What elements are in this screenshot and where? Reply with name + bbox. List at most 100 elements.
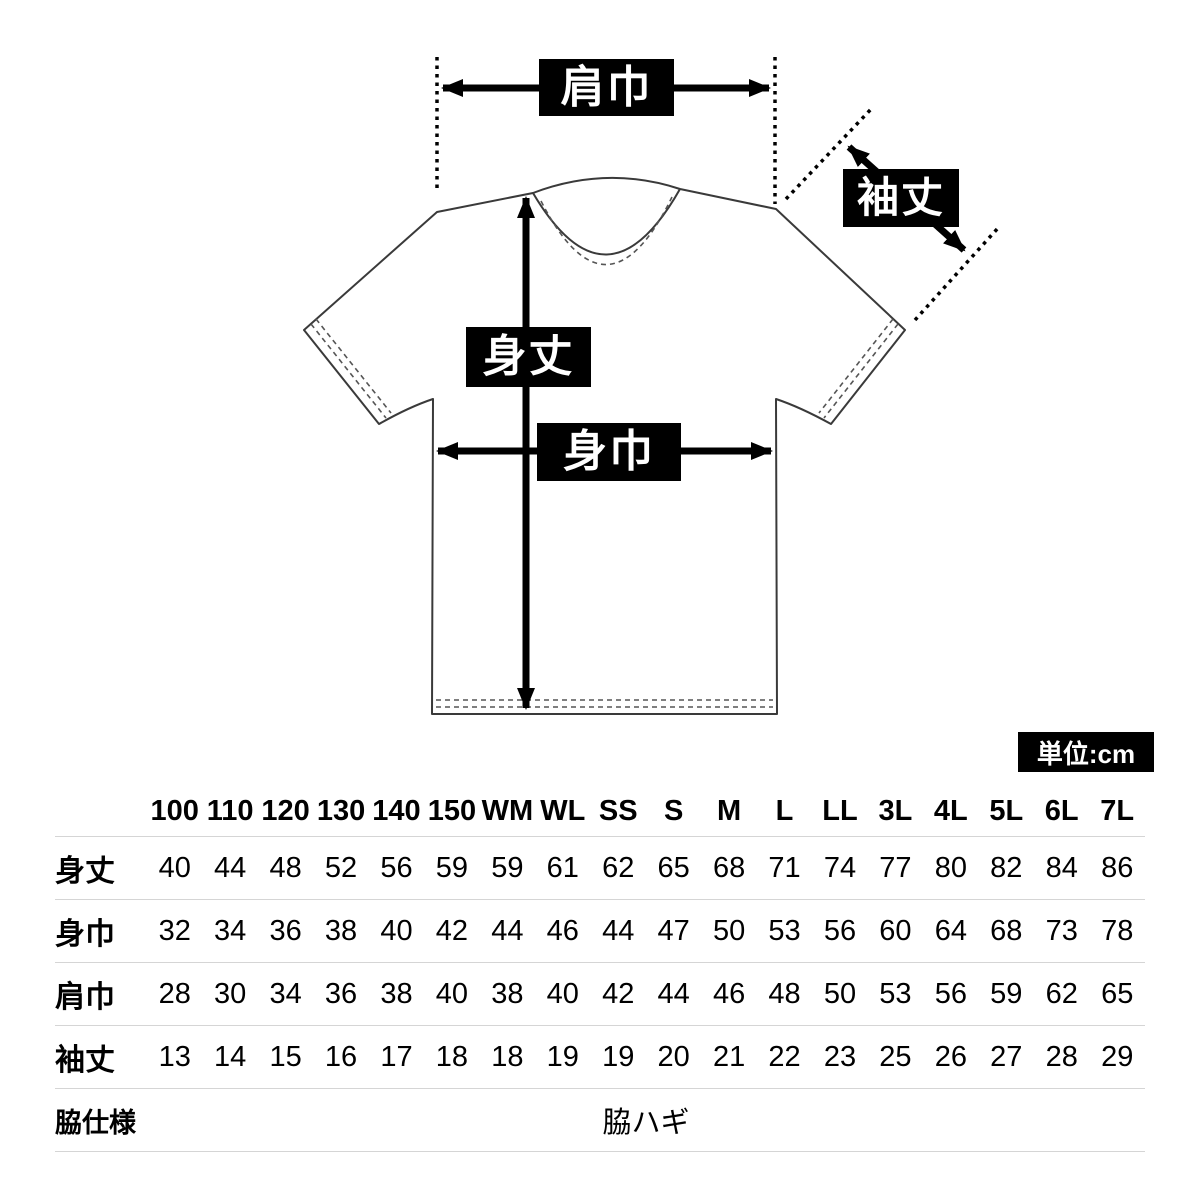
size-value-cell: 40 [380, 914, 413, 947]
size-value-cell: 42 [435, 914, 469, 947]
size-value-cell: 40 [546, 977, 579, 1010]
body-length-label: 身丈 [466, 327, 591, 387]
size-value-cell: 50 [823, 977, 857, 1010]
size-value-cell: 38 [324, 914, 358, 947]
dotted-guides [435, 57, 1000, 322]
size-value-cell: 78 [1101, 914, 1134, 947]
size-value-cell: 44 [602, 914, 635, 947]
size-value-cell: 20 [657, 1040, 690, 1073]
size-value-cell: 34 [214, 914, 247, 947]
size-value-cell: 48 [768, 977, 801, 1010]
size-value-cell: 28 [1045, 1040, 1078, 1073]
size-column-header: 110 [202, 786, 258, 837]
size-column-header: S [645, 786, 702, 837]
size-value-cell: 74 [823, 851, 857, 884]
size-value-cell: 28 [158, 977, 191, 1010]
size-value-cell: 73 [1045, 914, 1078, 947]
size-value-cell: 62 [1045, 977, 1078, 1010]
size-value-cell: 68 [990, 914, 1023, 947]
size-value-cell: 44 [491, 914, 524, 947]
size-value-cell: 15 [269, 1040, 302, 1073]
size-column-header: 4L [923, 786, 979, 837]
size-value-cell: 59 [435, 851, 469, 884]
size-value-cell: 30 [214, 977, 247, 1010]
body-width-label: 身巾 [537, 423, 681, 481]
size-value-cell: 47 [657, 914, 690, 947]
size-value-cell: 86 [1101, 851, 1134, 884]
size-value-cell: 71 [768, 851, 801, 884]
size-value-cell: 61 [546, 851, 579, 884]
size-value-cell: 68 [712, 851, 746, 884]
size-column-header: 130 [313, 786, 369, 837]
size-value-cell: 22 [768, 1040, 801, 1073]
size-value-cell: 40 [435, 977, 469, 1010]
size-value-cell: 65 [657, 851, 690, 884]
sleeve-length-label: 袖丈 [843, 169, 959, 227]
size-value-cell: 77 [879, 851, 912, 884]
size-column-header: 120 [257, 786, 314, 837]
size-column-header: SS [590, 786, 646, 837]
size-value-cell: 46 [712, 977, 746, 1010]
size-value-cell: 18 [435, 1040, 469, 1073]
size-value-cell: 40 [158, 851, 191, 884]
row-label: 袖丈 [55, 1044, 115, 1077]
size-value-cell: 60 [879, 914, 912, 947]
size-column-header: 140 [368, 786, 425, 837]
table-row-side-spec: 脇仕様脇ハギ [55, 1089, 1145, 1152]
size-value-cell: 80 [934, 851, 967, 884]
size-value-cell: 42 [602, 977, 635, 1010]
size-value-cell: 59 [990, 977, 1023, 1010]
size-value-cell: 36 [269, 914, 302, 947]
size-value-cell: 48 [269, 851, 302, 884]
size-value-cell: 46 [546, 914, 579, 947]
size-column-header: L [756, 786, 813, 837]
size-value-cell: 26 [934, 1040, 967, 1073]
size-value-cell: 56 [380, 851, 413, 884]
size-value-cell: 34 [269, 977, 302, 1010]
size-value-cell: 59 [491, 851, 524, 884]
size-value-cell: 38 [491, 977, 524, 1010]
size-column-header: WL [535, 786, 591, 837]
size-value-cell: 16 [324, 1040, 358, 1073]
row-label: 身巾 [55, 918, 115, 951]
size-column-header: 3L [867, 786, 924, 837]
size-column-header: 5L [978, 786, 1034, 837]
size-value-cell: 14 [214, 1040, 247, 1073]
size-value-cell: 65 [1101, 977, 1134, 1010]
size-value-cell: 21 [712, 1040, 746, 1073]
size-value-cell: 32 [158, 914, 191, 947]
unit-badge: 単位:cm [1018, 732, 1154, 772]
size-value-cell: 82 [990, 851, 1023, 884]
size-value-cell: 18 [491, 1040, 524, 1073]
size-value-cell: 27 [990, 1040, 1023, 1073]
size-column-header: WM [479, 786, 536, 837]
size-value-cell: 44 [657, 977, 690, 1010]
size-value-cell: 29 [1101, 1040, 1134, 1073]
stitch-lines [310, 196, 899, 708]
size-value-cell: 50 [712, 914, 746, 947]
size-value-cell: 62 [602, 851, 635, 884]
size-value-cell: 19 [546, 1040, 579, 1073]
shoulder-width-label: 肩巾 [539, 59, 674, 116]
row-label: 肩巾 [55, 981, 115, 1014]
size-column-header: 100 [147, 786, 203, 837]
row-label: 身丈 [55, 855, 115, 888]
size-value-cell: 64 [934, 914, 967, 947]
size-value-cell: 13 [158, 1040, 191, 1073]
corner-cell [55, 786, 147, 837]
size-value-cell: 17 [380, 1040, 413, 1073]
size-value-cell: 56 [934, 977, 967, 1010]
size-value-cell: 84 [1045, 851, 1078, 884]
sleeve-guide-bottom [913, 226, 1000, 322]
size-value-cell: 19 [602, 1040, 635, 1073]
size-value-cell: 56 [823, 914, 857, 947]
